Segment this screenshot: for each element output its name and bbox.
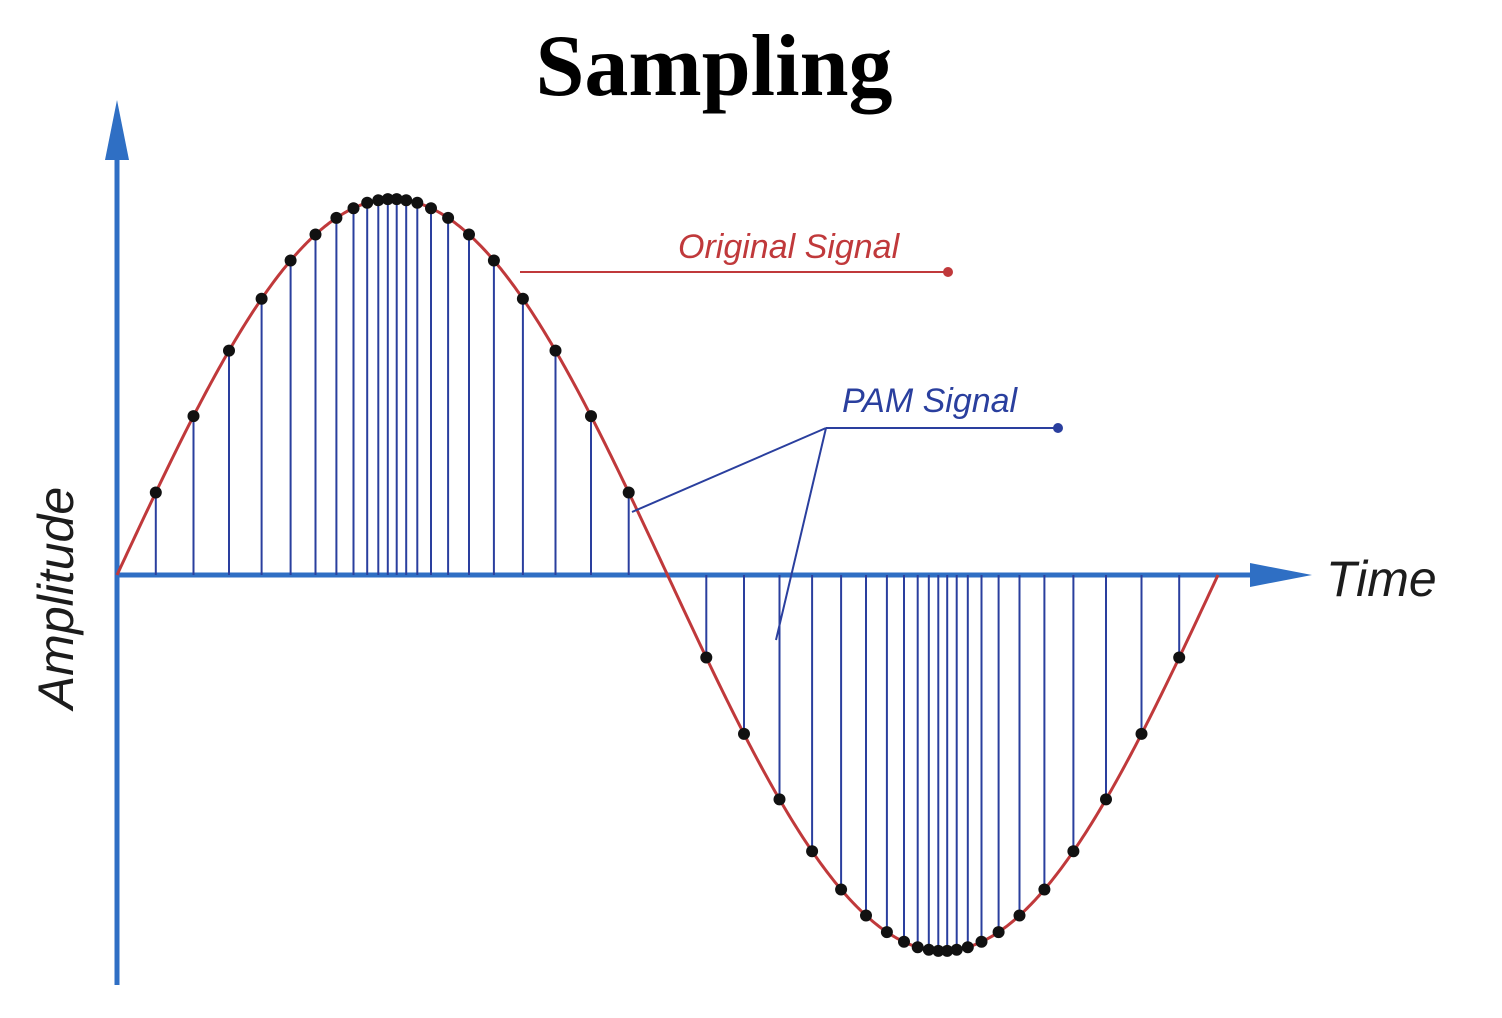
sample-dots [149,193,1186,957]
sample-dot [361,196,374,209]
sample-dot [442,211,455,224]
sample-dot [898,935,910,948]
sample-dot [347,202,360,215]
sample-dot [487,254,500,267]
sample-dot [187,410,200,423]
sample-dot [932,944,945,957]
sample-dot [1100,793,1112,806]
diagram-title: Sampling [535,18,892,115]
amplitude-axis-label: Amplitude [28,487,84,712]
sample-dot [622,486,635,499]
sample-dot [992,926,1005,939]
original-signal-curve [115,197,1220,953]
sample-dot [549,344,562,357]
sample-dot [585,410,597,423]
sample-dot [941,944,954,957]
sample-dot [835,883,848,896]
sample-dot [911,941,924,954]
sample-dot [330,211,343,224]
sample-dot [950,943,963,956]
time-axis-label: Time [1326,551,1437,607]
time-axis-arrow-icon [1250,563,1312,587]
sample-dot [1067,845,1080,858]
sample-dot [223,344,235,357]
sample-dot [516,292,529,305]
sample-dot [961,941,974,954]
axes [105,100,1312,985]
sample-dot [284,254,297,267]
sample-dot [411,196,424,209]
sample-dot [860,909,872,922]
original-signal-label: Original Signal [678,228,901,266]
sample-dot [400,194,413,207]
pam-signal-leader-branch [775,427,827,641]
sample-dot [372,194,385,207]
sample-dot [390,193,403,206]
sample-dot [773,793,786,806]
sample-dot [463,228,475,241]
sample-dot [149,486,162,499]
original-signal-leader-dot [943,267,953,277]
sample-dot [1038,883,1051,896]
sample-dot [700,651,713,664]
pam-signal-leader-dot [1053,423,1063,433]
original-signal-callout: Original Signal [520,228,953,277]
sample-dot [1013,909,1026,922]
sample-dot [1173,651,1186,664]
sample-dot [1135,727,1148,740]
pam-signal-callout: PAM Signal [631,382,1063,641]
pam-signal-leader-branch [631,427,827,513]
sample-dot [880,926,893,939]
sample-dot [738,727,750,740]
sample-dot [975,935,988,948]
pam-signal-label: PAM Signal [842,382,1019,420]
sample-dot [255,292,268,305]
sample-dot [309,228,322,241]
pam-pulses [154,199,1181,951]
amplitude-axis-arrow-icon [105,100,129,160]
sample-dot [381,193,394,206]
sample-dot [806,845,819,858]
sample-dot [922,943,935,956]
sample-dot [425,202,437,215]
